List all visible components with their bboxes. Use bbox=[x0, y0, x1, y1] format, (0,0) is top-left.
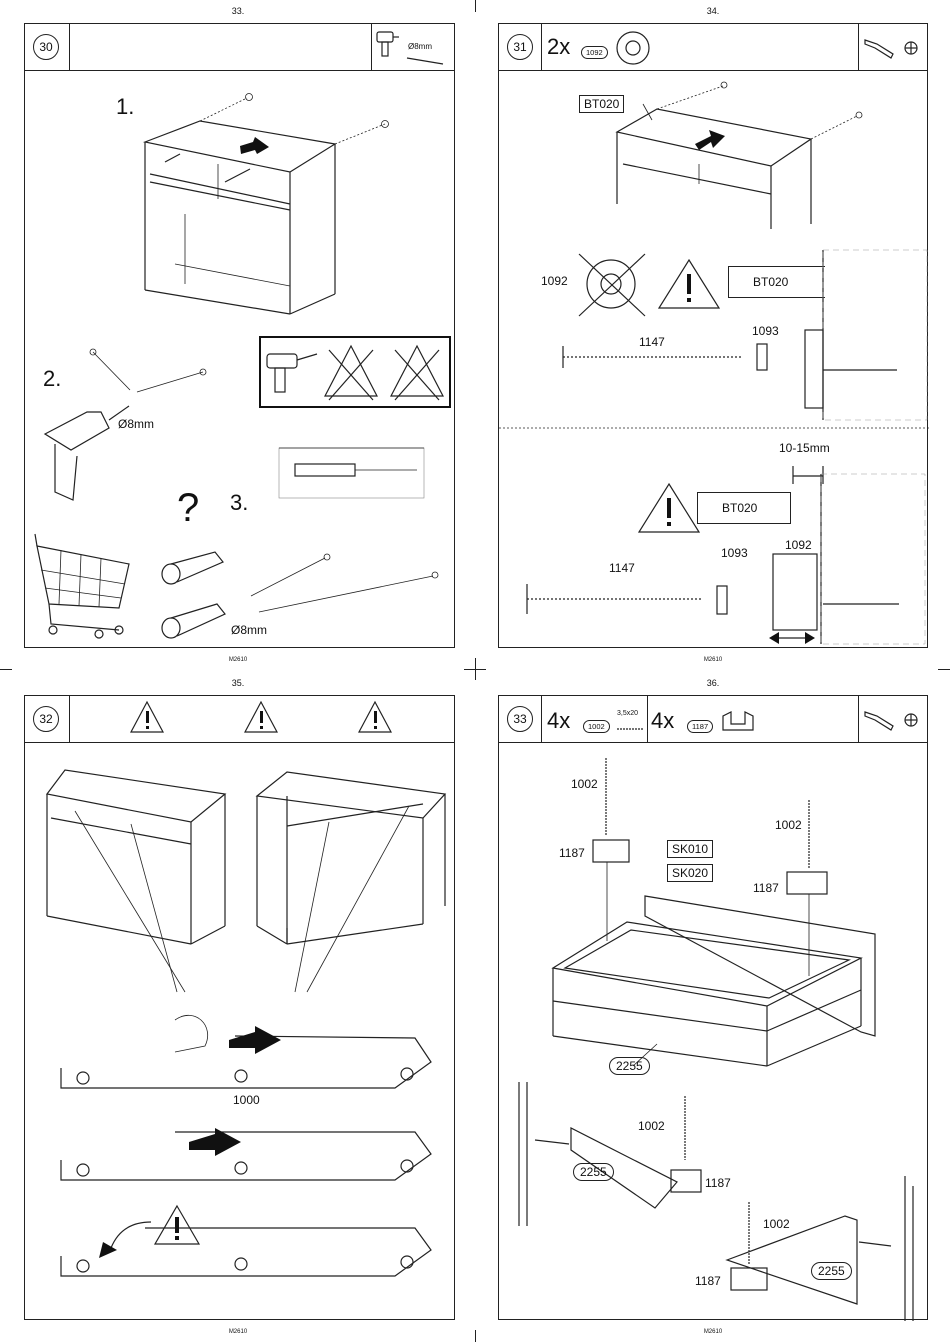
cam-slide-diagram bbox=[55, 996, 451, 1296]
step-32-panel: 32 bbox=[24, 695, 455, 1320]
part-number: 1002 bbox=[763, 1217, 790, 1231]
warning-icon bbox=[657, 258, 721, 310]
crop-mark bbox=[475, 658, 476, 680]
step-30-panel: 30 Ø8mm 1. 2. 3. ? Ø8mm Ø8mm bbox=[24, 23, 455, 648]
gap-label: 10-15mm bbox=[779, 441, 830, 455]
doc-code: M2610 bbox=[683, 1329, 743, 1335]
step-33-panel: 33 4x 1002 3,5x20 4x 1187 1002 1002 1187… bbox=[498, 695, 928, 1320]
doc-code: M2610 bbox=[683, 657, 743, 663]
wall-plug-icon bbox=[155, 534, 445, 644]
part-number: 1000 bbox=[233, 1093, 260, 1107]
crop-mark bbox=[0, 669, 12, 670]
crop-mark bbox=[475, 0, 476, 12]
part-code: BT020 bbox=[753, 275, 788, 289]
part-number: 1092 bbox=[541, 274, 568, 288]
wall-section bbox=[817, 250, 929, 420]
doc-code: M2610 bbox=[208, 657, 268, 663]
cam-lock-icon bbox=[575, 250, 655, 320]
part-label-box: BT020 bbox=[728, 266, 825, 298]
part-number: 1093 bbox=[752, 324, 779, 338]
crop-mark bbox=[475, 1330, 476, 1342]
part-number: 2255 bbox=[811, 1262, 852, 1280]
shopping-cart-icon bbox=[33, 534, 133, 638]
page-number: 34. bbox=[683, 6, 743, 16]
step-31-panel: 31 2x 1092 BT020 1092 bbox=[498, 23, 928, 648]
screw-icon bbox=[559, 342, 819, 372]
part-number: 1187 bbox=[705, 1176, 731, 1190]
part-number: 1187 bbox=[695, 1274, 721, 1288]
wall-plug-icon bbox=[279, 444, 429, 504]
crop-mark bbox=[938, 669, 950, 670]
part-number: 2255 bbox=[573, 1163, 614, 1181]
doc-code: M2610 bbox=[208, 1329, 268, 1335]
wall-section bbox=[523, 454, 929, 644]
page-number: 33. bbox=[208, 6, 268, 16]
warning-icon bbox=[153, 1204, 201, 1246]
page-number: 35. bbox=[208, 678, 268, 688]
bed-drawing bbox=[499, 696, 929, 1321]
part-number: 1002 bbox=[638, 1119, 665, 1133]
page-number: 36. bbox=[683, 678, 743, 688]
